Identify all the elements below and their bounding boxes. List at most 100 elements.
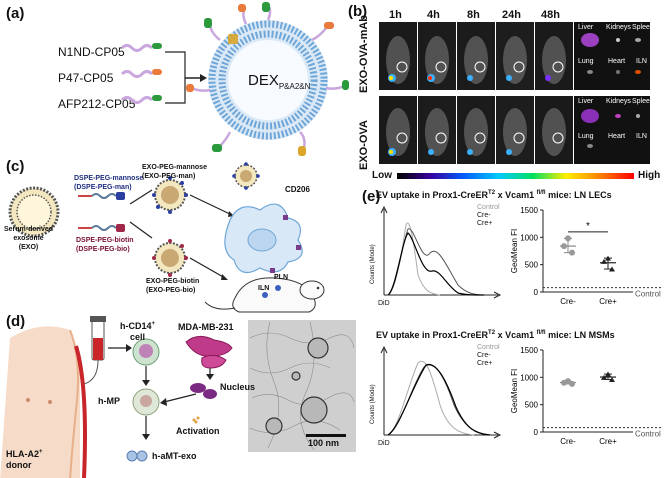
exo-label-line3: (EXO) <box>18 244 39 251</box>
mouse-drawing <box>204 277 325 313</box>
y-tick-label: 500 <box>525 261 539 270</box>
timepoint-1h: 1h <box>389 9 402 21</box>
e-bottom-title-suffix: mice: LN MSMs <box>545 330 615 340</box>
biotin-reagent <box>78 224 125 232</box>
peptide-chain-2 <box>120 69 162 78</box>
data-point <box>569 380 575 387</box>
control-line-label: Control <box>635 430 661 439</box>
panel-a-letter: (a) <box>6 5 25 22</box>
tem-image <box>248 320 356 452</box>
significance-star: * <box>586 221 590 232</box>
control-line-label: Control <box>635 290 661 299</box>
organ-label-lung: Lung <box>578 58 594 65</box>
cd14-cell-label: h-CD14+ cell <box>120 319 155 343</box>
cd14-cell-label-line2: cell <box>130 332 146 342</box>
organ-label-iln-2: ILN <box>636 133 647 140</box>
organ-label-iln: ILN <box>636 58 647 65</box>
organ-label-liver: Liver <box>578 24 594 31</box>
hist-top-cre-minus <box>387 228 485 296</box>
exo-man-label: EXO-PEG-mannose (EXO-PEG-man) <box>142 163 207 181</box>
iln-label: ILN <box>258 285 270 292</box>
hist-top-control <box>387 222 441 296</box>
cancer-label: MDA-MB-231 <box>178 322 234 332</box>
legend-cre-minus: Cre- <box>477 212 491 219</box>
row-label-exo-ova: EXO-OVA <box>358 120 370 170</box>
serum-exosome <box>8 186 60 238</box>
y-tick-label: 0 <box>534 288 539 297</box>
data-point <box>609 377 615 383</box>
exo-bio-label: EXO-PEG-biotin (EXO-PEG-bio) <box>146 277 199 295</box>
organ-label-liver-2: Liver <box>578 98 594 105</box>
donor-label: HLA-A2+ donor <box>6 447 43 471</box>
timepoint-24h: 24h <box>502 9 521 21</box>
donor-label-sup: + <box>39 449 43 455</box>
hist-bottom-control <box>387 360 475 436</box>
exo-man-label-line2: (EXO-PEG-man) <box>142 173 196 180</box>
panel-c-drawing <box>8 162 325 313</box>
h-amt-exo-particles <box>126 450 148 462</box>
exo-label-line2: exosome <box>13 235 44 242</box>
data-point <box>601 374 607 380</box>
y-tick-label: 0 <box>534 428 539 437</box>
donor-label-line1: HLA-A2+ <box>6 447 43 460</box>
scale-low-label: Low <box>372 170 392 181</box>
donor-label-line2: donor <box>6 460 32 470</box>
row-1-images <box>379 22 650 90</box>
data-point <box>605 371 611 377</box>
histogram-bottom <box>380 345 502 439</box>
hist-top-cre-plus <box>387 232 485 296</box>
e-top-title-mid: x Vcam1 <box>495 190 537 200</box>
histogram-top <box>380 205 502 299</box>
e-top-title: EV uptake in Prox1-CreERT2 x Vcam1 fl/fl… <box>376 190 612 200</box>
organ-label-kidneys: Kidneys <box>606 24 631 31</box>
exo-near-macrophage <box>232 162 260 190</box>
scale-high-label: High <box>638 170 661 181</box>
mannose-reagent <box>78 192 125 200</box>
organ-label-kidneys-2: Kidneys <box>606 98 631 105</box>
timepoint-48h: 48h <box>541 9 560 21</box>
peptide-label-p47: P47-CP05 <box>58 71 114 85</box>
hist-top-legend: Control Cre- Cre+ <box>477 204 500 228</box>
panel-e-letter: (e) <box>362 188 381 205</box>
e-top-title-prefix: EV uptake in Prox1-CreER <box>376 190 489 200</box>
exo-man-label-line1: EXO-PEG-mannose <box>142 164 207 171</box>
x-tick-label: Cre+ <box>599 437 617 446</box>
dex-label-sub: P&A2&N <box>278 82 311 91</box>
biotin-label: DSPE-PEG-biotin (DSPE-PEG-bio) <box>76 236 134 254</box>
intensity-color-scale <box>397 173 634 179</box>
organ-label-heart: Heart <box>608 58 626 65</box>
hist-bottom-y-label: Counts (Mode) <box>370 384 376 424</box>
exo-label-line1: Serum-derived <box>4 226 54 233</box>
hist-top-x-label: DiD <box>378 300 390 307</box>
panel-b-letter: (b) <box>348 3 368 20</box>
panel-b-images <box>379 22 650 164</box>
y-tick-label: 500 <box>525 401 539 410</box>
cd14-cell <box>132 338 160 366</box>
cd206-label: CD206 <box>285 185 310 194</box>
peptide-chain-3 <box>120 95 162 104</box>
legend-cre-plus: Cre+ <box>477 220 493 227</box>
panel-d-letter: (d) <box>6 313 26 330</box>
e-bottom-title-prefix: EV uptake in Prox1-CreER <box>376 330 489 340</box>
tem-scale-label: 100 nm <box>308 438 340 448</box>
nucleus-label: Nucleus <box>220 382 256 392</box>
panel-a-drawing <box>120 2 349 156</box>
x-tick-label: Cre- <box>560 437 576 446</box>
y-axis-label: GeoMean FI <box>510 369 519 413</box>
x-tick-label: Cre+ <box>599 297 617 306</box>
exo-label: Serum-derived exosome (EXO) <box>4 225 53 252</box>
row-2-images <box>379 96 650 164</box>
exo-peg-man <box>152 176 188 214</box>
exo-product-label: h-aMT-exo <box>152 451 197 461</box>
organ-label-heart-2: Heart <box>608 133 626 140</box>
legend-control-2: Control <box>477 344 500 351</box>
e-top-title-sup: T2 <box>488 190 496 196</box>
dex-label: DEXP&A2&N <box>248 72 310 91</box>
e-top-title-flsup: fl/fl <box>536 190 546 196</box>
legend-cre-minus-2: Cre- <box>477 352 491 359</box>
hist-bottom-x-label: DiD <box>378 440 390 447</box>
y-axis-label: GeoMean FI <box>510 229 519 273</box>
panel-d-drawing <box>0 316 356 478</box>
cd14-cell-label-line1: h-CD14+ <box>120 319 155 332</box>
pln-label: PLN <box>274 274 288 281</box>
